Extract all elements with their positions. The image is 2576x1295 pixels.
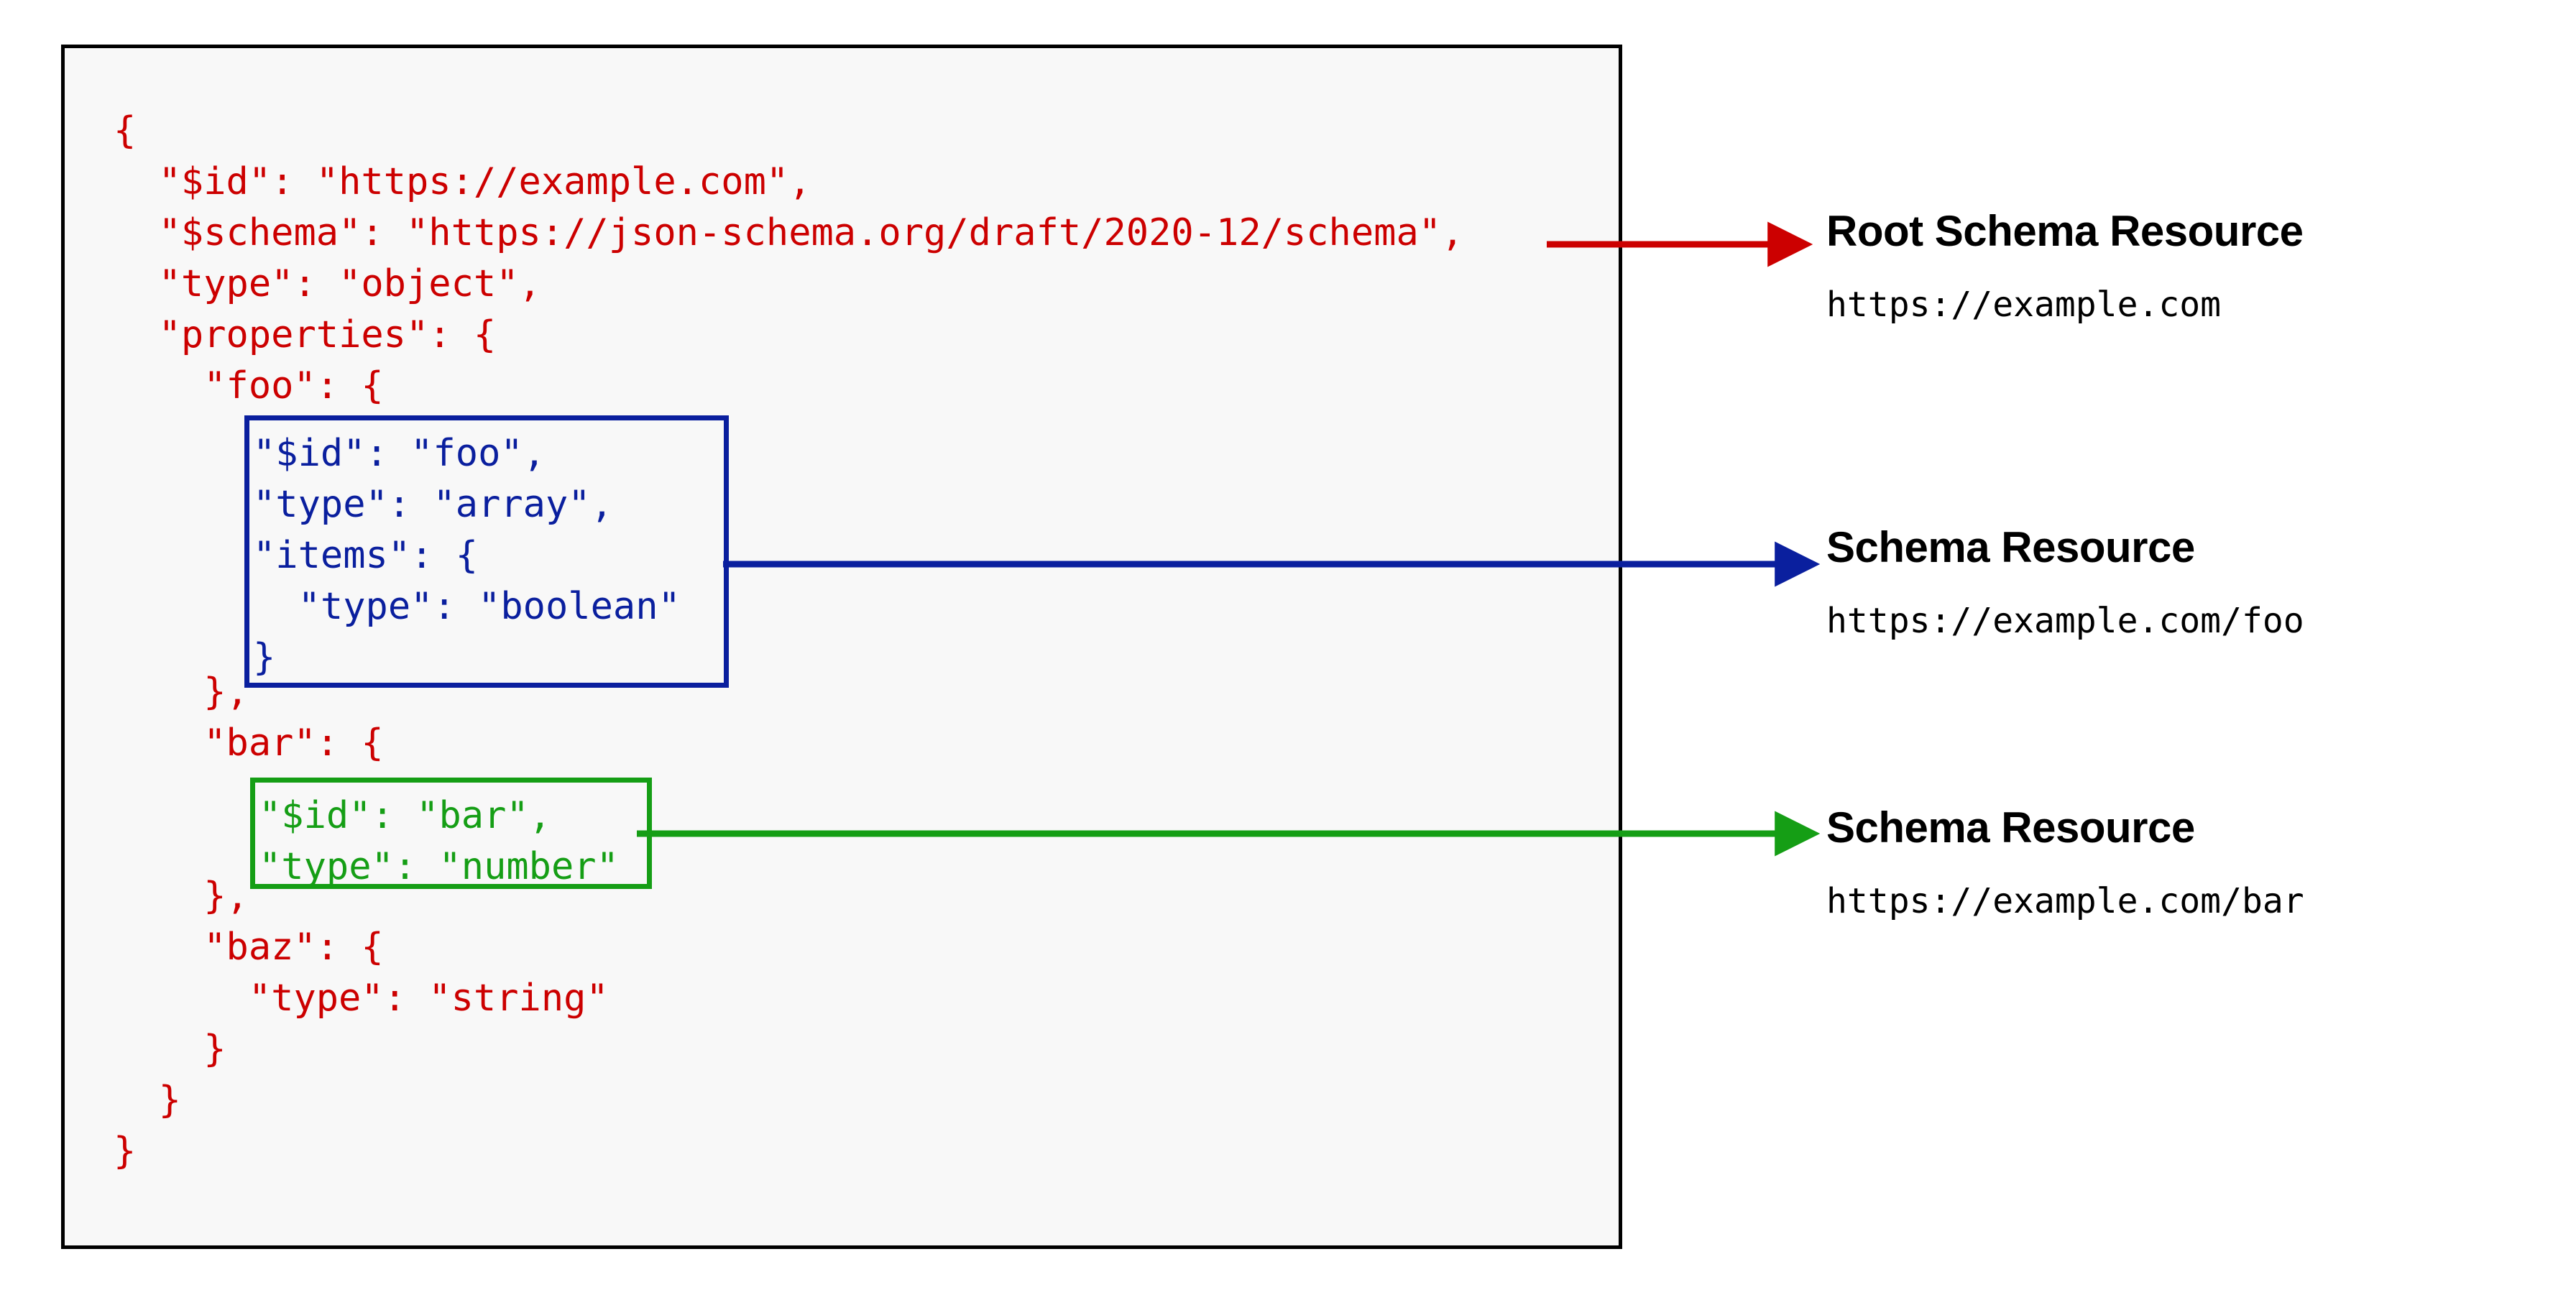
code-line: "$id": "foo",	[253, 432, 546, 475]
code-line: {	[114, 109, 137, 152]
code-line: "$id": "https://example.com",	[158, 160, 811, 203]
foo-schema-resource-label: Schema Resource https://example.com/foo	[1826, 522, 2304, 642]
foo-schema-code-block: "$id": "foo","type": "array","items": { …	[253, 428, 681, 683]
code-line: "type": "object",	[158, 262, 541, 305]
code-line: "items": {	[253, 534, 479, 577]
code-line: "properties": {	[158, 313, 497, 356]
bar-schema-resource-label: Schema Resource https://example.com/bar	[1826, 803, 2304, 922]
code-line: }	[158, 1079, 181, 1122]
code-line: "type": "number"	[259, 845, 619, 888]
label-url: https://example.com/foo	[1826, 601, 2304, 641]
foo-schema-arrow	[723, 541, 1821, 587]
bar-schema-code-block: "$id": "bar", "type": "number"	[259, 791, 619, 893]
code-line: "type": "array",	[253, 483, 613, 526]
code-line: }	[203, 1028, 226, 1071]
code-line: "bar": {	[203, 722, 384, 765]
json-code-panel: { "$id": "https://example.com", "$schema":…	[61, 45, 1622, 1249]
code-line: },	[203, 670, 249, 714]
code-line: }	[253, 636, 276, 679]
label-title: Schema Resource	[1826, 523, 2195, 571]
code-line: "$schema": "https://json-schema.org/draf…	[158, 211, 1464, 254]
label-url: https://example.com/bar	[1826, 881, 2304, 921]
bar-schema-arrow	[637, 811, 1821, 857]
label-url: https://example.com	[1826, 285, 2222, 325]
label-title: Root Schema Resource	[1826, 207, 2304, 255]
code-line: }	[114, 1130, 137, 1173]
json-code-block: { "$id": "https://example.com", "$schema":…	[114, 106, 1463, 1177]
code-line: "foo": {	[203, 364, 384, 407]
code-line: },	[203, 875, 249, 918]
root-schema-resource-label: Root Schema Resource https://example.com	[1826, 206, 2304, 326]
code-line: "type": "string"	[248, 977, 609, 1020]
foo-schema-resource-highlight-box	[244, 415, 729, 688]
code-line: "baz": {	[203, 926, 384, 969]
code-line: "type": "boolean"	[253, 585, 681, 628]
root-schema-arrow	[1547, 221, 1813, 267]
code-line: "$id": "bar",	[259, 794, 551, 837]
label-title: Schema Resource	[1826, 803, 2195, 852]
